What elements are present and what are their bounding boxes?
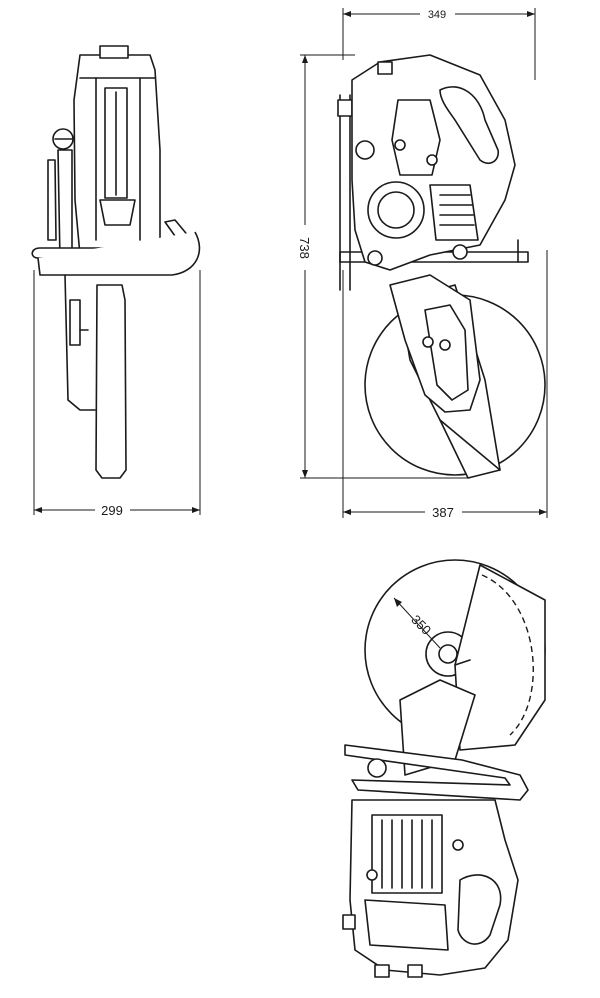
dimension-label-349: 349 <box>428 9 446 21</box>
dimension-label-299: 299 <box>101 503 123 518</box>
dimension-label-738: 738 <box>297 237 312 259</box>
side-view: 299 <box>31 45 201 518</box>
dimension-label-387: 387 <box>432 505 454 520</box>
front-view: 349 738 387 <box>297 8 548 520</box>
top-view: 350 <box>342 559 546 978</box>
